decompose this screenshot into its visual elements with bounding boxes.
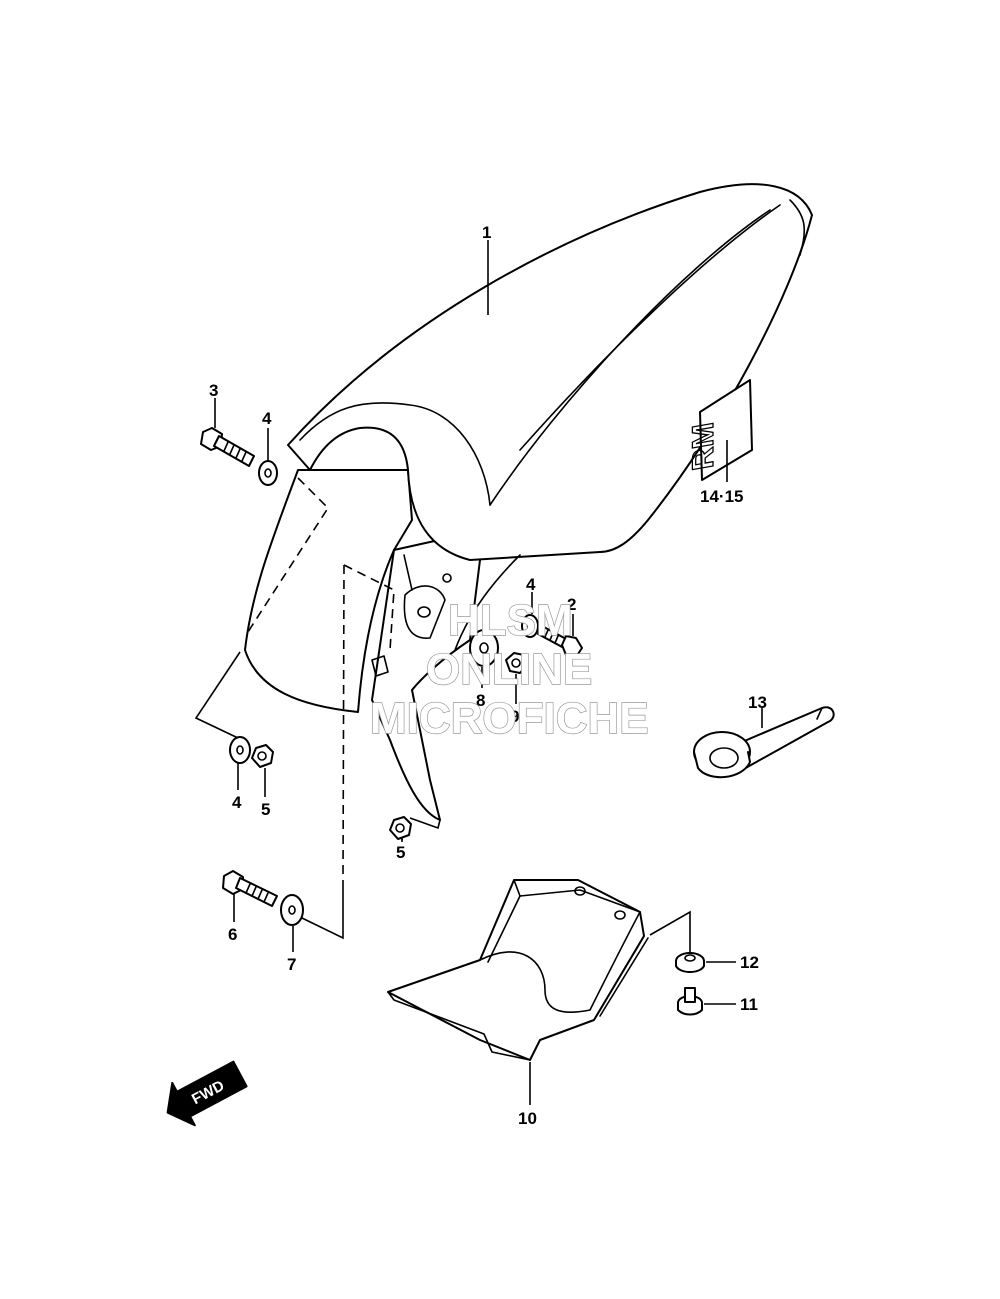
- nut-part-5-right[interactable]: [389, 816, 412, 840]
- callout-4-right: 4: [526, 575, 536, 594]
- callout-5-left: 5: [261, 800, 270, 819]
- washer-part-4-right[interactable]: [521, 614, 539, 638]
- fender-phantom-lines: [245, 477, 395, 881]
- nut-part-5-left[interactable]: [251, 744, 274, 768]
- callout-10: 10: [518, 1109, 537, 1128]
- callout-13: 13: [748, 693, 767, 712]
- leader-lines: [194, 240, 763, 1105]
- watermark: HLSM ONLINE MICROFICHE: [369, 595, 649, 743]
- bolt-part-6[interactable]: [222, 870, 278, 907]
- callout-2: 2: [567, 595, 576, 614]
- washer-part-7[interactable]: [280, 894, 304, 926]
- callout-5-right: 5: [396, 843, 405, 862]
- washer-part-8[interactable]: [469, 629, 499, 667]
- callout-7: 7: [287, 955, 296, 974]
- nut-part-9[interactable]: [505, 652, 528, 674]
- watermark-line-3: MICROFICHE: [370, 694, 649, 743]
- rear-fender[interactable]: [244, 183, 813, 821]
- guard-plate-part-10[interactable]: [387, 879, 649, 1061]
- watermark-line-1: HLSM: [448, 596, 573, 645]
- washer-part-12[interactable]: [675, 952, 705, 973]
- callout-4-front: 4: [262, 409, 272, 428]
- callout-8: 8: [476, 691, 485, 710]
- bolt-part-3[interactable]: [200, 427, 255, 467]
- callout-14-15: 14·15: [700, 487, 743, 506]
- callout-labels: 1 3 4 14·15 4 2 8 9 13 4 5 5 6 7 12 11 1…: [209, 223, 767, 1128]
- callout-12: 12: [740, 953, 759, 972]
- washer-part-4-lower[interactable]: [229, 736, 251, 764]
- callout-1: 1: [482, 223, 491, 242]
- callout-11: 11: [740, 995, 758, 1014]
- fender-emblem[interactable]: RM: [687, 379, 753, 481]
- screw-part-11[interactable]: [677, 987, 703, 1016]
- callout-3: 3: [209, 381, 218, 400]
- callout-9: 9: [510, 707, 519, 726]
- bolt-part-2[interactable]: [537, 625, 583, 658]
- watermark-line-2: ONLINE: [426, 645, 592, 694]
- callout-6: 6: [228, 925, 237, 944]
- strap-part-13[interactable]: [693, 706, 835, 779]
- fwd-direction-arrow: FWD: [166, 1060, 248, 1127]
- emblem-text: RM: [687, 420, 720, 472]
- washer-part-4-front[interactable]: [258, 460, 278, 486]
- callout-4-lower: 4: [232, 793, 242, 812]
